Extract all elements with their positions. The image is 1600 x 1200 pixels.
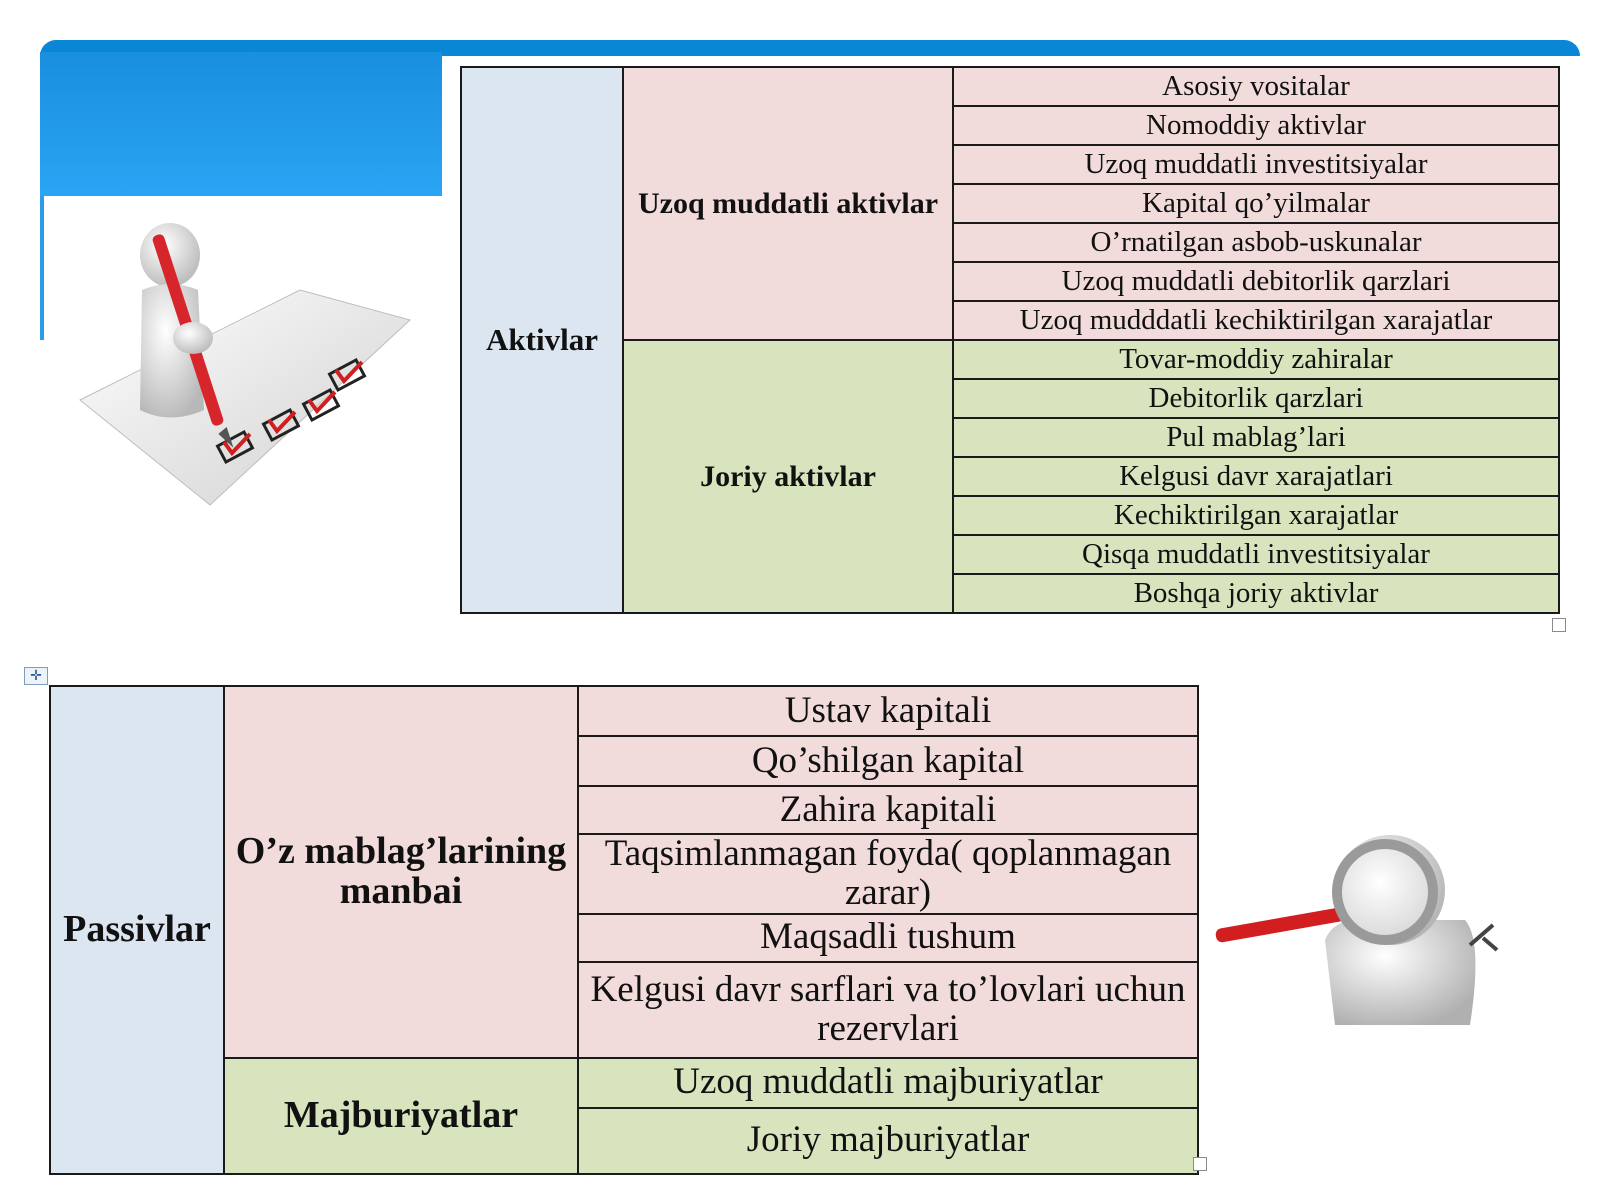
table-row: Maqsadli tushum [50,912,1199,963]
table-row: Nomoddiy aktivlar [461,105,1560,146]
table-row: Joriy majburiyatlar [50,1106,1199,1175]
item-cell: Maqsadli tushum [577,912,1199,963]
item-cell: Qisqa muddatli investitsiyalar [952,534,1560,575]
table-row: Kapital qo’yilmalar [461,183,1560,224]
item-cell: Ustav kapitali [577,685,1199,737]
table-row: Qisqa muddatli investitsiyalar [461,534,1560,575]
item-cell: Pul mablag’lari [952,417,1560,458]
table-row: Kechiktirilgan xarajatlar [461,495,1560,536]
group-cell: Joriy aktivlar [622,339,954,614]
item-cell: Boshqa joriy aktivlar [952,573,1560,614]
table-move-anchor-icon[interactable]: ✛ [24,667,48,685]
item-cell: Nomoddiy aktivlar [952,105,1560,146]
item-cell: Uzoq muddatli investitsiyalar [952,144,1560,185]
checklist-pencil-figure-icon [79,223,412,506]
item-cell: Debitorlik qarzlari [952,378,1560,419]
table-row: Qo’shilgan kapital [50,735,1199,787]
header-accent-line [40,196,44,340]
item-cell: Kapital qo’yilmalar [952,183,1560,224]
item-cell: Kechiktirilgan xarajatlar [952,495,1560,536]
group-cell: Majburiyatlar [223,1056,579,1175]
item-cell: Asosiy vositalar [952,66,1560,107]
group-cell: O’z mablag’larining manbai [223,685,579,1059]
table-row: Boshqa joriy aktivlar [461,573,1560,614]
header-panel [40,52,442,196]
table-row: Taqsimlanmagan foyda( qoplanmagan zarar) [50,833,1199,915]
table-row: Uzoq muddatli investitsiyalar [461,144,1560,185]
table-row: Pul mablag’lari [461,417,1560,458]
table-row: Uzoq mudddatli kechiktirilgan xarajatlar [461,300,1560,341]
group-cell: Uzoq muddatli aktivlar [622,66,954,341]
table-row: Zahira kapitali [50,785,1199,835]
table-resize-handle[interactable] [1193,1157,1207,1171]
table-resize-handle[interactable] [1552,618,1566,632]
magnifier-figure-icon [1215,835,1499,1025]
item-cell: Joriy majburiyatlar [577,1106,1199,1175]
item-cell: Uzoq muddatli majburiyatlar [577,1056,1199,1109]
root-category-cell: Passivlar [49,685,225,1175]
item-cell: Uzoq muddatli debitorlik qarzlari [952,261,1560,302]
item-cell: Qo’shilgan kapital [577,735,1199,787]
item-cell: O’rnatilgan asbob-uskunalar [952,222,1560,263]
item-cell: Zahira kapitali [577,785,1199,835]
item-cell: Tovar-moddiy zahiralar [952,339,1560,380]
table-row: Uzoq muddatli debitorlik qarzlari [461,261,1560,302]
table-row: Kelgusi davr sarflari va to’lovlari uchu… [50,960,1199,1059]
item-cell: Kelgusi davr sarflari va to’lovlari uchu… [577,960,1199,1059]
item-cell: Taqsimlanmagan foyda( qoplanmagan zarar) [577,833,1199,915]
table-row: O’rnatilgan asbob-uskunalar [461,222,1560,263]
table-row: Debitorlik qarzlari [461,378,1560,419]
item-cell: Kelgusi davr xarajatlari [952,456,1560,497]
root-category-cell: Aktivlar [460,66,624,614]
table-row: Kelgusi davr xarajatlari [461,456,1560,497]
item-cell: Uzoq mudddatli kechiktirilgan xarajatlar [952,300,1560,341]
